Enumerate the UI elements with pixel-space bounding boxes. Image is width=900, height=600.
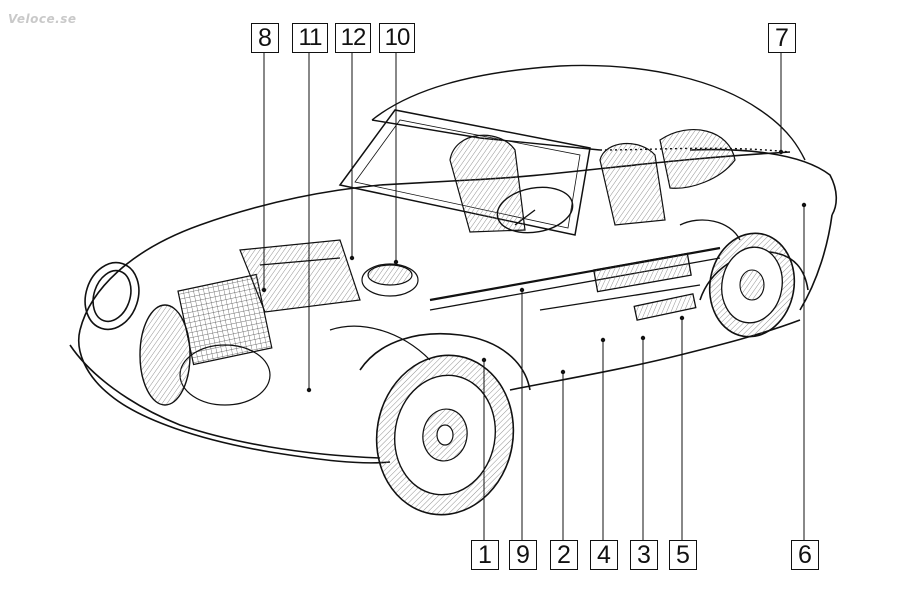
callout-11: 11 xyxy=(292,23,328,53)
rear-wheel xyxy=(708,232,796,338)
callout-12: 12 xyxy=(335,23,371,53)
leader-dots xyxy=(261,149,807,393)
drivetrain xyxy=(429,219,741,321)
callout-9: 9 xyxy=(509,540,537,570)
callout-7: 7 xyxy=(768,23,796,53)
callout-10: 10 xyxy=(379,23,415,53)
steering-wheel xyxy=(496,186,574,234)
seats xyxy=(449,129,736,233)
front-wheel xyxy=(375,354,515,516)
callout-4: 4 xyxy=(590,540,618,570)
callout-3: 3 xyxy=(630,540,658,570)
callout-6: 6 xyxy=(791,540,819,570)
callout-8: 8 xyxy=(251,23,279,53)
watermark-text: Veloce.se xyxy=(8,12,77,26)
leader-lines xyxy=(263,52,805,540)
callout-2: 2 xyxy=(550,540,578,570)
engine xyxy=(177,239,431,406)
rear-left-wheel xyxy=(139,304,191,406)
callout-5: 5 xyxy=(669,540,697,570)
callout-1: 1 xyxy=(471,540,499,570)
soft-top xyxy=(371,64,806,161)
